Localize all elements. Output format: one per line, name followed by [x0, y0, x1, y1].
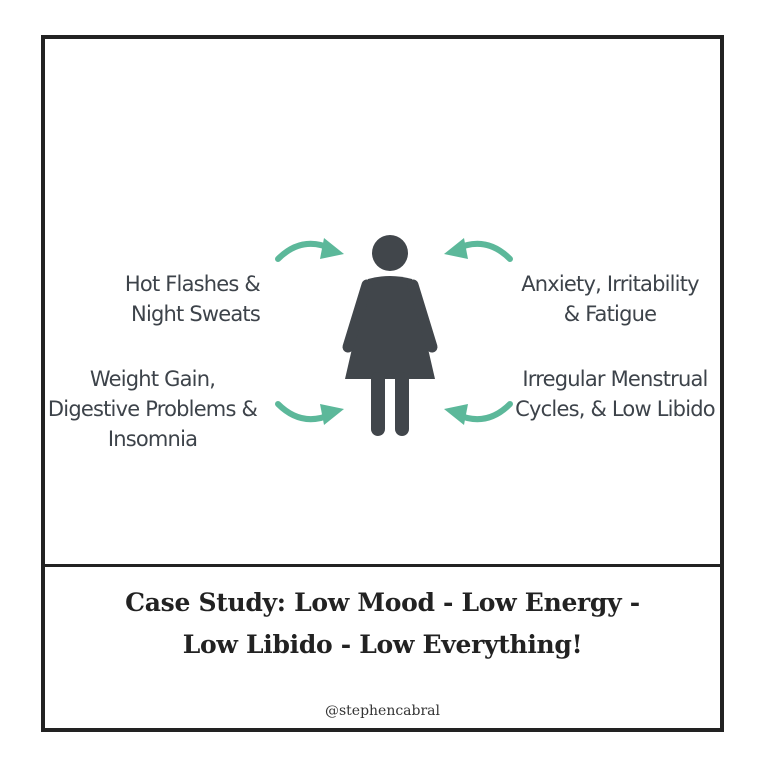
- post-frame: Hot Flashes & Night Sweats Weight Gain, …: [41, 35, 724, 732]
- symptom-line: & Fatigue: [563, 302, 657, 326]
- author-handle: @stephencabral: [324, 703, 441, 719]
- case-study-caption: Case Study: Low Mood - Low Energy - Low …: [45, 582, 720, 666]
- symptom-line: Night Sweats: [131, 302, 261, 326]
- curved-arrow-icon: [444, 401, 513, 425]
- symptom-irregular-cycles: Irregular Menstrual Cycles, & Low Libido: [510, 364, 720, 424]
- symptom-line: Hot Flashes &: [124, 272, 261, 296]
- symptom-line: Digestive Problems &: [47, 397, 258, 421]
- caption-line: Case Study: Low Mood - Low Energy -: [125, 588, 640, 617]
- figure-arm-right: [407, 279, 438, 353]
- symptom-line: Weight Gain,: [89, 367, 216, 391]
- symptom-diagram: Hot Flashes & Night Sweats Weight Gain, …: [45, 39, 720, 564]
- curved-arrow-icon: [444, 238, 513, 262]
- symptom-line: Cycles, & Low Libido: [515, 397, 715, 421]
- symptom-hot-flashes: Hot Flashes & Night Sweats: [115, 269, 261, 329]
- symptom-line: Irregular Menstrual: [522, 367, 708, 391]
- curved-arrow-icon: [275, 401, 344, 425]
- symptom-line: Insomnia: [107, 427, 198, 451]
- symptom-line: Anxiety, Irritability: [521, 272, 699, 296]
- figure-arm-left: [342, 279, 373, 353]
- curved-arrow-icon: [275, 238, 344, 262]
- figure-head: [372, 235, 408, 271]
- section-divider: [45, 564, 720, 567]
- caption-line: Low Libido - Low Everything!: [182, 630, 583, 659]
- symptom-weight-gain: Weight Gain, Digestive Problems & Insomn…: [45, 364, 260, 454]
- symptom-anxiety: Anxiety, Irritability & Fatigue: [510, 269, 710, 329]
- woman-figure-icon: [342, 235, 438, 436]
